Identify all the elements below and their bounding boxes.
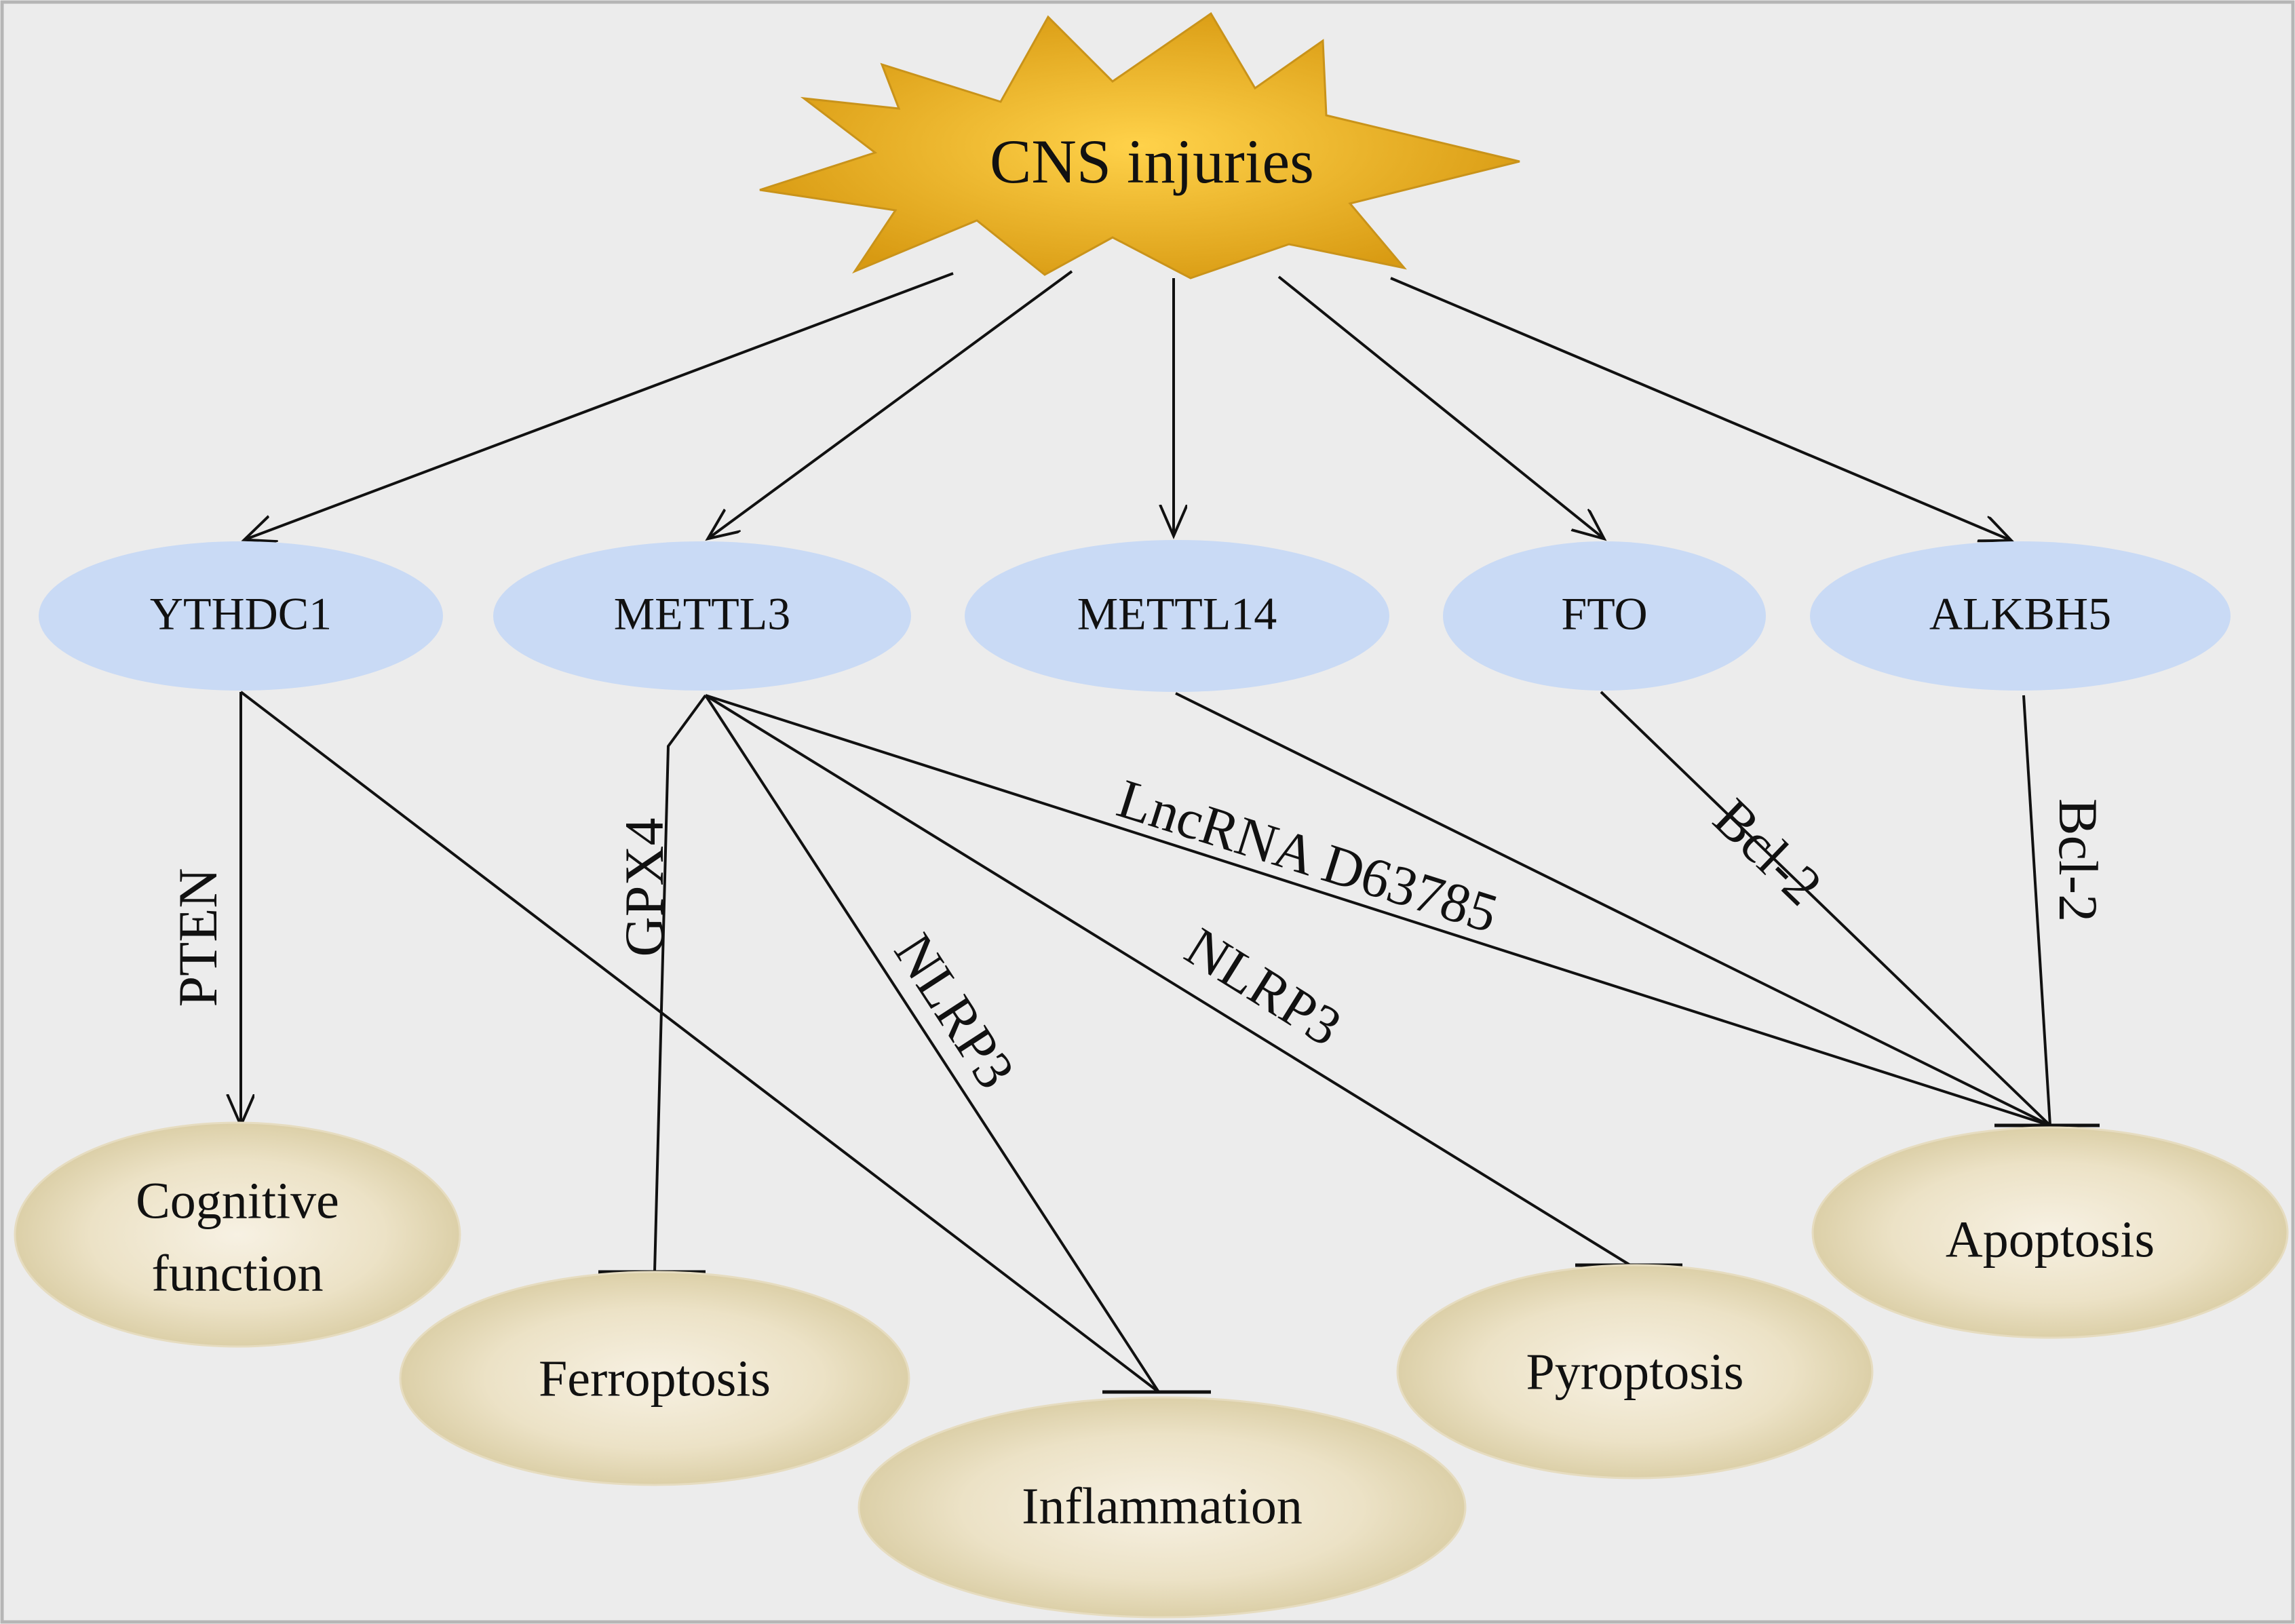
enzyme-label: METTL3: [614, 588, 791, 640]
enzyme-label: YTHDC1: [150, 588, 332, 640]
outcome-ellipse: [399, 1271, 910, 1486]
outcome-ellipse: [857, 1396, 1467, 1619]
outcome-label-line-1: Cognitive: [136, 1172, 339, 1229]
enzyme-node-alkbh5: ALKBH5: [1810, 541, 2231, 691]
outcome-label: Pyroptosis: [1526, 1343, 1744, 1400]
edge-cns-to-alkbh5: [1390, 277, 2010, 540]
enzyme-node-mettl14: METTL14: [965, 540, 1389, 692]
enzyme-label: METTL14: [1077, 588, 1277, 640]
outcome-label: Inflammation: [1022, 1477, 1303, 1534]
cns-injuries-node: CNS injuries: [759, 12, 1520, 279]
outcome-nodes: Cognitive function Ferroptosis Inflammat…: [14, 1121, 2289, 1619]
outcome-ellipse: [1396, 1264, 1874, 1480]
enzyme-label: ALKBH5: [1929, 588, 2111, 640]
outcome-node-pyroptosis: Pyroptosis: [1396, 1264, 1874, 1480]
outcome-node-ferroptosis: Ferroptosis: [399, 1271, 910, 1486]
outcome-label: Apoptosis: [1946, 1211, 2155, 1268]
outcome-ellipse: [14, 1121, 461, 1348]
edge-mettl3-inhibits-pyroptosis: [704, 694, 1632, 1267]
edge-ythdc1-inhibits-inflammation: [239, 691, 1160, 1393]
enzyme-ellipse: [493, 541, 911, 691]
edge-label-gpx4: GPX4: [613, 817, 675, 956]
enzyme-ellipse: [1443, 541, 1766, 691]
enzyme-node-fto: FTO: [1443, 541, 1766, 691]
enzyme-label: FTO: [1561, 588, 1647, 640]
edge-fto-inhibits-apoptosis: [1600, 691, 2051, 1127]
starburst-shape: [759, 12, 1520, 279]
enzyme-node-mettl3: METTL3: [493, 541, 911, 691]
enzyme-nodes: YTHDC1 METTL3 METTL14 FTO ALKBH5: [39, 540, 2231, 692]
outcome-node-apoptosis: Apoptosis: [1811, 1126, 2289, 1339]
edge-cns-to-ythdc1: [246, 272, 954, 539]
enzyme-ellipse: [39, 541, 443, 691]
enzyme-node-ythdc1: YTHDC1: [39, 541, 443, 691]
edge-cns-to-mettl3: [709, 270, 1073, 538]
edge-mettl3-inhibits-ferroptosis: [653, 694, 707, 1273]
edge-label-bcl2-alkbh5: Bcl-2: [2047, 798, 2109, 922]
cns-injuries-label: CNS injuries: [990, 127, 1314, 196]
edge-cns-to-fto: [1277, 275, 1603, 538]
outcome-label: Ferroptosis: [539, 1350, 771, 1407]
edges: [239, 270, 2100, 1394]
enzyme-ellipse: [1810, 541, 2231, 691]
outcome-label-line-2: function: [151, 1245, 323, 1302]
outcome-node-cognitive-function: Cognitive function: [14, 1121, 461, 1348]
edge-mettl14-inhibits-apoptosis: [1175, 692, 2051, 1127]
outcome-node-inflammation: Inflammation: [857, 1396, 1467, 1619]
outcome-ellipse: [1811, 1126, 2289, 1339]
edge-label-pten: PTEN: [167, 868, 229, 1007]
edge-alkbh5-inhibits-apoptosis: [2022, 695, 2051, 1126]
edge-mettl3-inhibits-inflammation: [704, 694, 1160, 1393]
edge-mettl3-inhibits-apoptosis: [705, 694, 2051, 1127]
enzyme-ellipse: [965, 540, 1389, 692]
